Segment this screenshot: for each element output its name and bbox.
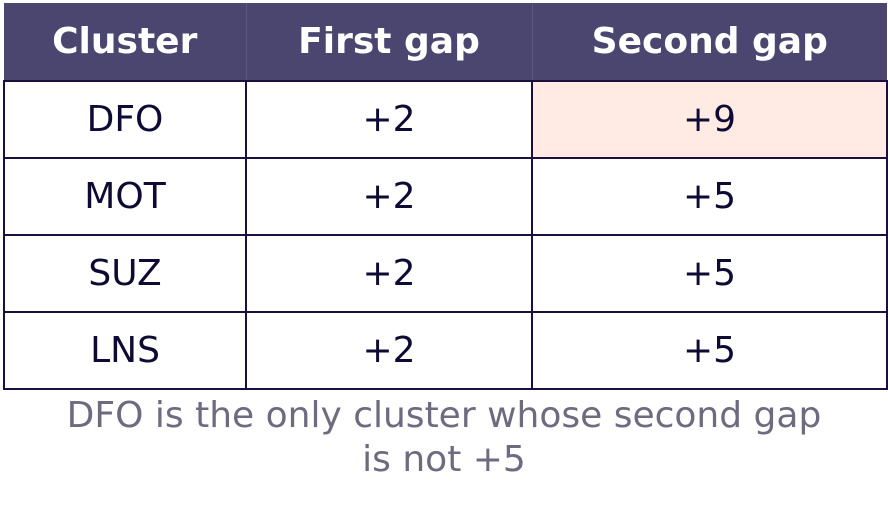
cell-second-gap: +5: [531, 234, 888, 313]
cell-first-gap: +2: [245, 157, 533, 236]
table-row: MOT +2 +5: [3, 157, 888, 236]
cell-first-gap: +2: [245, 234, 533, 313]
caption-line-1: DFO is the only cluster whose second gap: [66, 395, 822, 436]
cell-cluster: SUZ: [3, 234, 247, 313]
caption-line-2: is not +5: [362, 439, 526, 480]
cell-cluster: MOT: [3, 157, 247, 236]
table-caption: DFO is the only cluster whose second gap…: [0, 394, 888, 482]
column-header-cluster: Cluster: [4, 3, 247, 81]
gap-table-container: Cluster First gap Second gap DFO +2 +9 M…: [3, 3, 888, 390]
cell-second-gap: +5: [531, 311, 888, 390]
gap-table: Cluster First gap Second gap DFO +2 +9 M…: [3, 3, 888, 390]
cell-first-gap: +2: [245, 311, 533, 390]
cell-cluster: DFO: [3, 80, 247, 159]
table-row: DFO +2 +9: [3, 80, 888, 159]
cell-second-gap-highlighted: +9: [531, 80, 888, 159]
cell-first-gap: +2: [245, 80, 533, 159]
table-header-row: Cluster First gap Second gap: [4, 3, 887, 81]
cell-cluster: LNS: [3, 311, 247, 390]
cell-second-gap: +5: [531, 157, 888, 236]
table-row: LNS +2 +5: [3, 311, 888, 390]
column-header-first-gap: First gap: [246, 3, 533, 81]
table-row: SUZ +2 +5: [3, 234, 888, 313]
column-header-second-gap: Second gap: [532, 3, 887, 81]
